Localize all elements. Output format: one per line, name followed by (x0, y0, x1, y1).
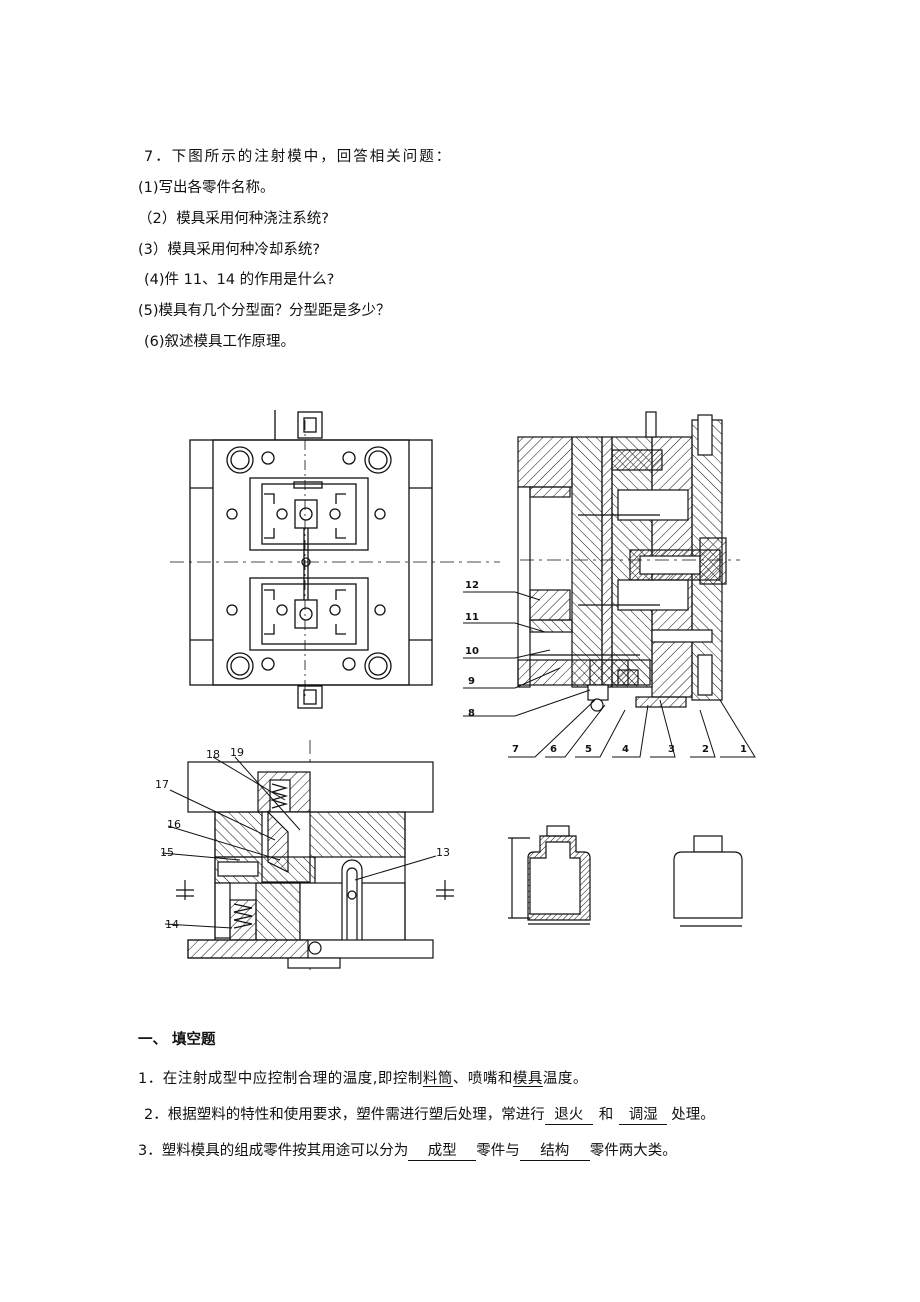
part-leader-lines (463, 591, 756, 758)
q2-answer-1: 退火 (544, 1106, 593, 1125)
question-7-title: 7．下图所示的注射模中，回答相关问题： (144, 149, 453, 165)
question-7-item-6: (6)叙述模具工作原理。 (144, 334, 296, 350)
part-label-6: 6 (550, 744, 557, 755)
lower-leader-lines (161, 756, 437, 929)
fill-question-3: 3．塑料模具的组成零件按其用途可以分为成型零件与结构零件两大类。 (138, 1141, 677, 1161)
part-label-16: 16 (167, 818, 181, 831)
part-label-12: 12 (465, 580, 479, 591)
fill-question-1: 1．在注射成型中应控制合理的温度,即控制料筒、喷嘴和模具温度。 (138, 1069, 588, 1089)
q2-answer-2: 调湿 (619, 1106, 668, 1125)
question-7-item-1: (1)写出各零件名称。 (138, 180, 275, 196)
part-label-11: 11 (465, 612, 479, 623)
q3-answer-1: 成型 (408, 1142, 477, 1161)
part-label-17: 17 (155, 778, 169, 791)
part-label-9: 9 (468, 676, 475, 687)
part-label-1: 1 (740, 744, 747, 755)
question-7-item-2: （2）模具采用何种浇注系统? (138, 211, 329, 227)
question-7-item-4: (4)件 11、14 的作用是什么? (144, 272, 335, 288)
part-label-15: 15 (160, 846, 174, 859)
part-label-4: 4 (622, 744, 629, 755)
q3-mid: 零件与 (476, 1143, 520, 1159)
section-heading: 一、 填空题 (138, 1032, 216, 1048)
question-7-item-3: (3）模具采用何种冷却系统? (138, 242, 321, 258)
q1-answer-1: 料筒 (422, 1071, 453, 1087)
q1-suffix: 温度。 (542, 1071, 588, 1087)
part-label-7: 7 (512, 744, 519, 755)
q2-prefix: 2．根据塑料的特性和使用要求，塑件需进行塑后处理，常进行 (144, 1107, 545, 1123)
mold-section-view (517, 411, 740, 712)
q1-mid: 、喷嘴和 (452, 1071, 513, 1087)
part-label-3: 3 (668, 744, 675, 755)
part-label-8: 8 (468, 708, 475, 719)
part-label-18: 18 (206, 748, 220, 761)
part-label-19: 19 (230, 746, 244, 759)
mold-half-section-view (176, 740, 454, 970)
part-label-10: 10 (465, 646, 479, 657)
mold-top-view (170, 410, 500, 709)
fill-question-2: 2．根据塑料的特性和使用要求，塑件需进行塑后处理，常进行退火和调湿处理。 (144, 1105, 715, 1125)
question-7-item-5: (5)模具有几个分型面？分型距是多少？ (138, 303, 391, 319)
q2-mid: 和 (598, 1107, 614, 1123)
q1-answer-2: 模具 (512, 1071, 543, 1087)
part-number-labels: 12 11 10 9 8 7 6 5 4 3 2 1 (465, 580, 747, 755)
q1-prefix: 1．在注射成型中应控制合理的温度,即控制 (138, 1071, 423, 1087)
part-label-13: 13 (436, 846, 450, 859)
part-label-5: 5 (585, 744, 592, 755)
q3-suffix: 零件两大类。 (589, 1143, 677, 1159)
plastic-part-section (508, 825, 591, 925)
lower-part-labels: 18 19 17 16 15 14 13 (155, 746, 450, 931)
q3-prefix: 3．塑料模具的组成零件按其用途可以分为 (138, 1143, 409, 1159)
q3-answer-2: 结构 (519, 1142, 590, 1161)
q2-suffix: 处理。 (671, 1107, 715, 1123)
part-label-2: 2 (702, 744, 709, 755)
part-label-14: 14 (165, 918, 179, 931)
plastic-part-view (673, 835, 743, 927)
